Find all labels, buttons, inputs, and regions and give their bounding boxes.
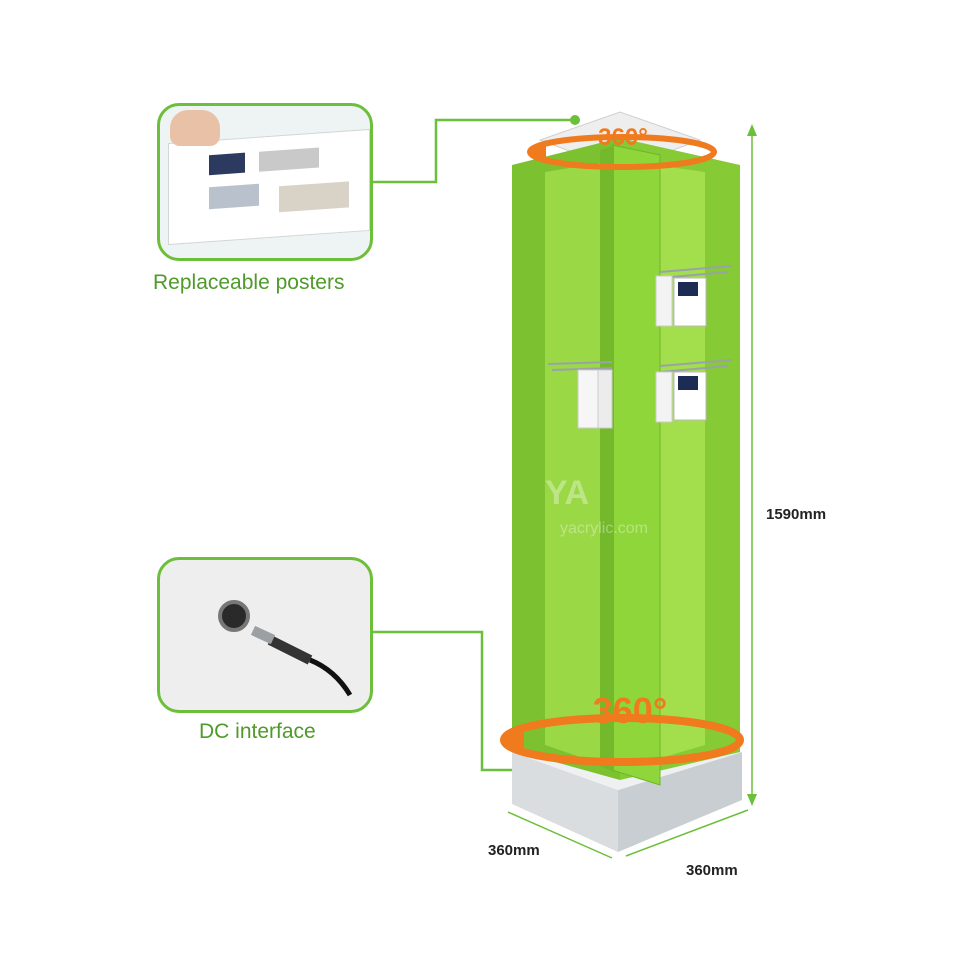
product-box (678, 376, 698, 390)
dc-connector-line (370, 630, 520, 772)
base-right-face (618, 752, 742, 852)
product-box (678, 282, 698, 296)
depth-dimension-label: 360mm (488, 842, 540, 859)
dc-label: DC interface (199, 720, 316, 743)
top-360-badge: 360° (578, 124, 668, 152)
poster-photo (168, 128, 370, 246)
hand-shape (170, 110, 220, 146)
posters-connector-dot (570, 115, 580, 125)
bottom-arrowhead (500, 726, 524, 756)
top-rotation-arrow (527, 134, 717, 170)
hooks-middle-right (659, 359, 733, 373)
top-arrowhead (528, 140, 546, 162)
poster-image-block (279, 181, 349, 213)
depth-dimension-line (507, 811, 613, 859)
product-box (655, 275, 673, 327)
height-dimension-label: 1590mm (766, 506, 827, 523)
width-dimension-line (625, 809, 749, 857)
dc-cable (250, 625, 353, 697)
height-arrow-top (747, 124, 757, 136)
base-left-face (512, 752, 618, 852)
poster-image-block (209, 152, 245, 176)
dc-socket (218, 600, 250, 632)
posters-label: Replaceable posters (153, 271, 345, 294)
hooks-middle-left (547, 361, 613, 371)
bottom-360-badge: 360° (560, 690, 700, 731)
poster-image-block (259, 147, 319, 172)
product-box (577, 369, 599, 429)
panel-inner-left (545, 160, 618, 770)
watermark-brand: YA (545, 474, 590, 512)
width-dimension-label: 360mm (686, 862, 738, 879)
bottom-360-text: 360° (592, 690, 668, 731)
panel-front-blade (611, 144, 661, 786)
watermark-site: yacrylic.com (560, 520, 649, 537)
posters-connector-line (370, 118, 575, 184)
height-arrow-bottom (747, 794, 757, 806)
poster-image-block (209, 183, 259, 210)
top-360-text: 360° (598, 124, 648, 151)
panel-front-blade-edge (600, 146, 614, 772)
posters-callout-frame (157, 103, 373, 261)
dc-callout-frame (157, 557, 373, 713)
product-box (597, 369, 613, 429)
product-box (655, 371, 673, 423)
